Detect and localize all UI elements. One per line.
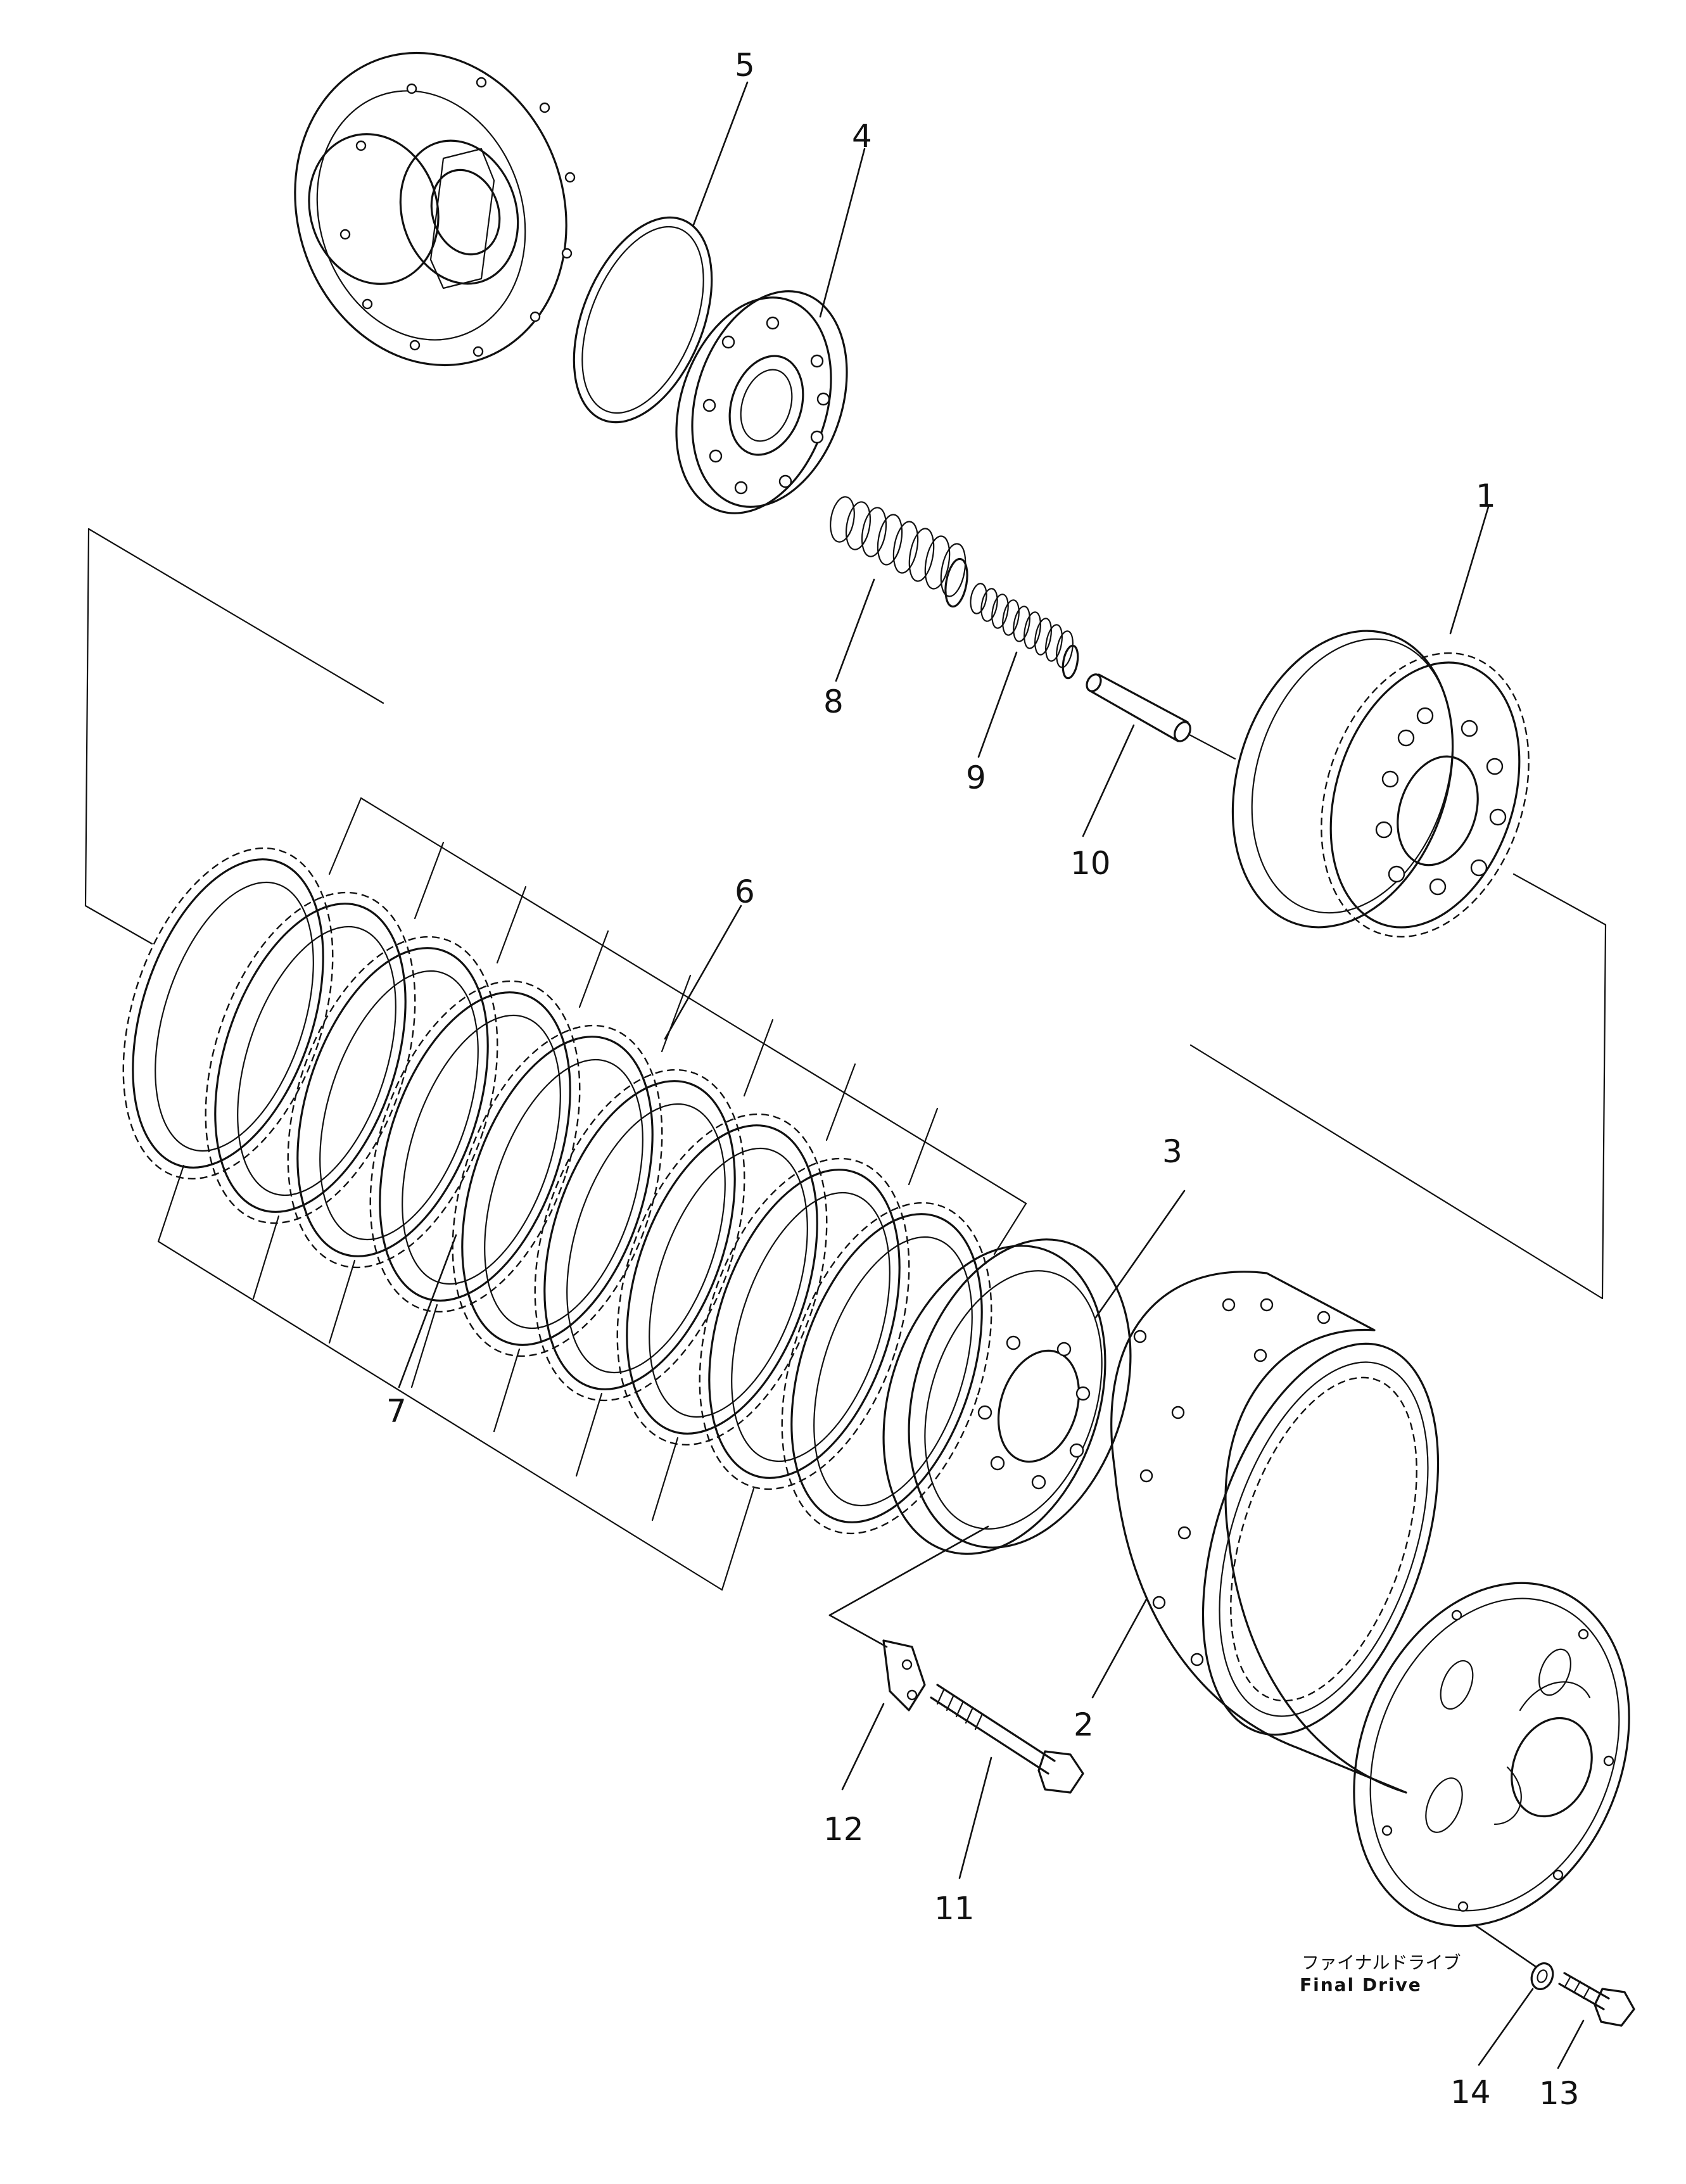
label-part-12: 12 [823,1811,864,1848]
top-cover [294,51,576,367]
label-part-10: 10 [1070,845,1111,882]
leader-10 [1082,724,1135,837]
label-part-14: 14 [1450,2074,1491,2111]
label-part-5: 5 [735,47,755,84]
drum-oil-holes [1133,1298,1331,1667]
leader-7 [398,1234,457,1388]
leader-14 [1478,1988,1534,2066]
leader-3 [1094,1190,1186,1319]
label-part-7: 7 [386,1393,407,1430]
leader-8 [835,578,875,682]
leader-6 [664,905,742,1040]
part-1-hub [1231,630,1530,938]
leader-5 [692,81,749,226]
label-part-4: 4 [852,118,872,155]
part-14-washer [1474,1924,1554,1990]
leader-9 [977,651,1018,758]
label-part-8: 8 [823,683,844,720]
leader-13 [1557,2019,1585,2069]
part-3-piston [882,1238,1132,1555]
label-part-1: 1 [1476,478,1496,514]
leader-1 [1449,505,1490,635]
part-labels: 1 2 3 4 5 6 7 8 9 10 11 12 13 14 [386,47,1580,2112]
part-9-spring [970,583,1079,680]
final-drive-cover [1353,1582,1630,1927]
label-part-9: 9 [966,759,986,796]
part-5-snap-ring [573,216,713,424]
part-10-pin [1086,673,1236,760]
leader-12 [841,1703,885,1791]
label-part-13: 13 [1539,2075,1580,2112]
caption-english: Final Drive [1300,1974,1422,1995]
part-13-bolt [1558,1972,1635,2027]
label-part-2: 2 [1074,1706,1094,1743]
caption-japanese: ファイナルドライブ [1302,1952,1461,1973]
reference-lines [84,528,1607,1300]
callout-leaders [398,81,1585,2069]
final-drive-caption: ファイナルドライブ Final Drive [1300,1952,1461,1995]
cover-bolt-holes [339,77,576,357]
label-part-6: 6 [735,873,755,910]
label-part-11: 11 [934,1890,975,1927]
leader-11 [958,1756,992,1879]
part-4-plate [675,290,848,514]
part-11-bolt [930,1684,1084,1794]
part-12-lock-plate [828,1525,989,1711]
leader-2 [1091,1598,1148,1699]
label-part-3: 3 [1162,1133,1182,1170]
leader-4 [819,148,866,318]
clutch-disc-stack [122,847,992,1535]
part-2-drum [1110,1271,1440,1794]
stack-brackets [157,797,1027,1591]
part-8-spring [830,496,968,608]
